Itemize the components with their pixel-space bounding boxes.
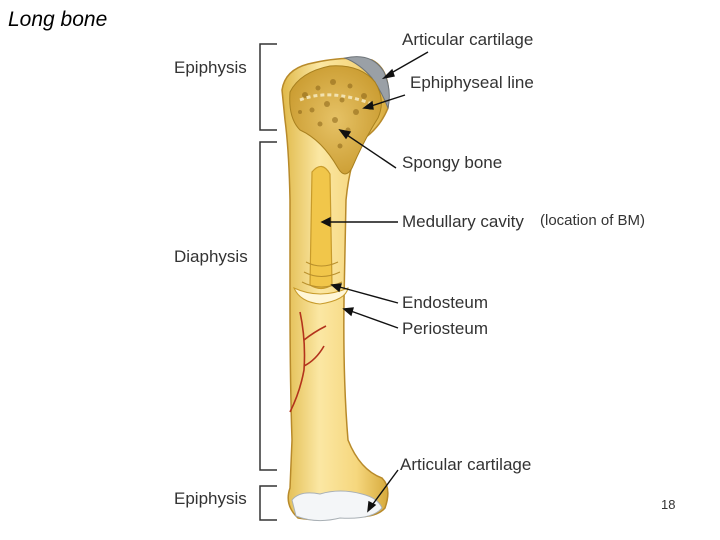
region-brackets — [259, 43, 277, 521]
label-medullary-note: (location of BM) — [540, 212, 646, 229]
articular-cartilage-top-shape — [343, 56, 390, 110]
slide-title: Long bone — [8, 8, 108, 31]
pointer-lines — [320, 51, 429, 513]
region-label-diaphysis: Diaphysis — [174, 247, 248, 266]
page-number: 18 — [661, 497, 676, 512]
blood-vessels — [289, 311, 327, 413]
label-endosteum: Endosteum — [402, 293, 488, 312]
medullary-cavity-shape — [309, 165, 333, 290]
label-epiphyseal-line: Ephiphyseal line — [410, 73, 534, 92]
label-spongy-bone: Spongy bone — [402, 153, 503, 172]
label-articular-cartilage-bottom: Articular cartilage — [400, 455, 532, 474]
region-label-epiphysis-bottom: Epiphysis — [174, 489, 247, 508]
label-articular-cartilage-top: Articular cartilage — [402, 30, 534, 49]
medullary-rings — [301, 261, 343, 288]
epiphyseal-line-shape — [299, 93, 373, 106]
periosteum-flap-shape — [293, 287, 349, 305]
label-medullary-cavity: Medullary cavity — [402, 212, 524, 231]
region-label-epiphysis-top: Epiphysis — [174, 58, 247, 77]
label-periosteum: Periosteum — [402, 319, 488, 338]
spongy-bone-pores — [298, 79, 372, 149]
